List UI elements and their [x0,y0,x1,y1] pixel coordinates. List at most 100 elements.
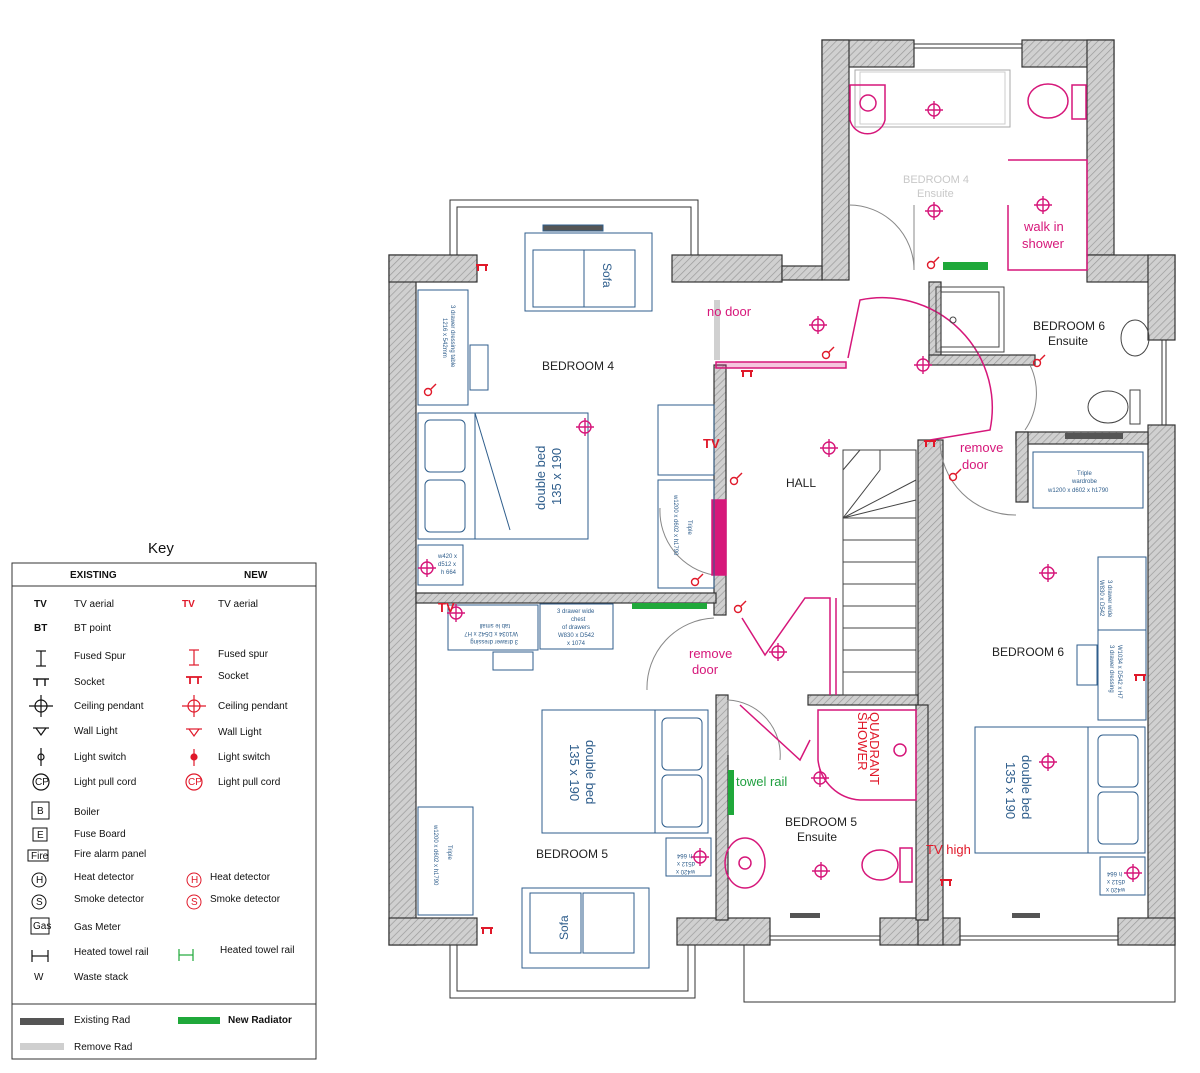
socket-icon [939,879,953,887]
key-new-label: Light switch [218,752,270,763]
dressing-table-size: 1216 x 542mm [441,318,447,358]
wall-segment [676,917,771,946]
light-switch-icon [190,749,198,766]
wall-segment [715,694,729,921]
chest-of-drawers [1097,556,1147,631]
key-existing-label: BT point [74,623,111,634]
sofa-label: Sofa [600,263,614,288]
sofa-label: Sofa [557,915,571,940]
key-new-label: Wall Light [218,727,262,738]
tv-aerial-icon: TV [703,436,720,451]
key-new-label: Light pull cord [218,777,280,788]
dressing-size: W1034 x D542 x H7 [1116,645,1122,699]
triple-wardrobe [1032,451,1144,509]
annotation-no-door: no door [707,304,752,319]
key-existing-header: EXISTING [70,570,117,581]
wardrobe-label: Triple [1077,471,1092,477]
chest-of-drawers [539,603,614,650]
dressing-table-label: 3 drawer dressing table [449,305,455,368]
bedside-label: w420 x [1106,886,1126,892]
remove-rad-swatch [20,1043,64,1050]
shower-tray [935,286,1005,353]
bedside-label: w420 x [437,554,457,560]
wall-segment [388,254,417,946]
room-label-bedroom4-ensuite-sub: Ensuite [917,188,954,200]
room-label-bedroom4: BEDROOM 4 [542,359,614,373]
ceiling-pendant-icon [182,695,206,717]
ceiling-pendant-icon [819,438,839,458]
light-pull-cord-icon-text: CP [188,777,202,788]
fused-spur-icon [189,649,199,666]
fire-alarm-icon [27,849,49,862]
key-existing-label: Wall Light [74,726,118,737]
light-switch-icon [690,573,704,587]
wall-segment [1117,917,1176,946]
key-legend: Key EXISTING NEW TV TV aerial BT BT poin… [11,540,317,1060]
smoke-detector-icon-text: S [36,897,43,908]
new-work [711,159,1088,801]
bedside-label-3: h 664 [441,570,457,576]
key-existing-label: Waste stack [74,972,129,983]
light-pull-cord-icon-text: CP [35,777,49,788]
ceiling-pendant-icon [924,100,944,120]
room-label-bedroom5: BEDROOM 5 [536,847,608,861]
new-radiator-swatch [178,1017,220,1024]
remove-rad-label: Remove Rad [74,1042,132,1053]
key-existing-label: Gas Meter [74,922,121,933]
dressing-size: W1034 x D542 x H7 [464,630,518,636]
key-new-label: Fused spur [218,649,269,660]
doors [646,204,1037,761]
light-switch-icon [926,256,940,270]
annotation-tv-high: TV high [926,842,971,857]
annotation-quadrant: QUADRANT [867,712,882,785]
dressing-label: 3 drawer dressing [1108,645,1114,693]
light-switch-icon [821,346,835,360]
bt-point-icon: BT [34,623,47,634]
room-label-hall: HALL [786,476,816,490]
bedside-label-2: d512 x [438,562,456,568]
triple-wardrobe [657,479,715,589]
ceiling-pendant-icon [29,695,53,717]
toilet [1087,390,1129,424]
chest-size-2: x 1074 [567,641,586,647]
existing-radiator [1012,913,1040,918]
key-title: Key [148,540,174,557]
key-new-header: NEW [244,570,268,581]
existing-rad-swatch [20,1018,64,1025]
annotation-remove-door: remove [960,440,1003,455]
toilet [861,849,899,881]
chest-label: 3 drawer wide [557,609,595,615]
new-radiator [728,770,734,815]
socket-icon [475,264,489,272]
key-existing-label: Smoke detector [74,894,145,905]
new-fixtures [724,83,1087,889]
existing-radiator [790,913,820,918]
chest-label-3: of drawers [562,625,590,631]
room-label-bedroom5-ensuite: BEDROOM 5 [785,815,857,829]
dressing-table [417,289,469,406]
tv-aerial-icon: TV [34,599,47,610]
room-label-bedroom6-ensuite-sub: Ensuite [1048,334,1088,348]
light-switch-icon [729,472,743,486]
fuse-board-icon [32,827,48,842]
tv-aerials: TV TV [438,436,720,615]
room-label-bedroom6: BEDROOM 6 [992,645,1064,659]
annotation-remove-door-2: door [692,662,719,677]
waste-stack-icon: W [34,972,44,983]
chest-size: W830 x D542 [558,633,595,639]
dressing-table [447,604,539,651]
light-switch-icon [733,600,747,614]
socket-icon [1133,674,1147,682]
towel-rail-icon [31,950,49,962]
key-new-label: Heat detector [210,872,271,883]
fused-spur-icon [36,650,46,667]
annotation-shower: shower [1022,236,1065,251]
bedside-label-2: d512 x [677,860,695,866]
ceiling-pendant-icon [1123,863,1143,883]
wall-segment [1147,254,1176,341]
key-new-label: Heated towel rail [220,945,294,956]
key-existing-label: Fused Spur [74,651,126,662]
wall-segment [1086,39,1115,256]
heat-detector-icon-text: H [191,875,198,886]
ceiling-pendant-icon [1038,563,1058,583]
